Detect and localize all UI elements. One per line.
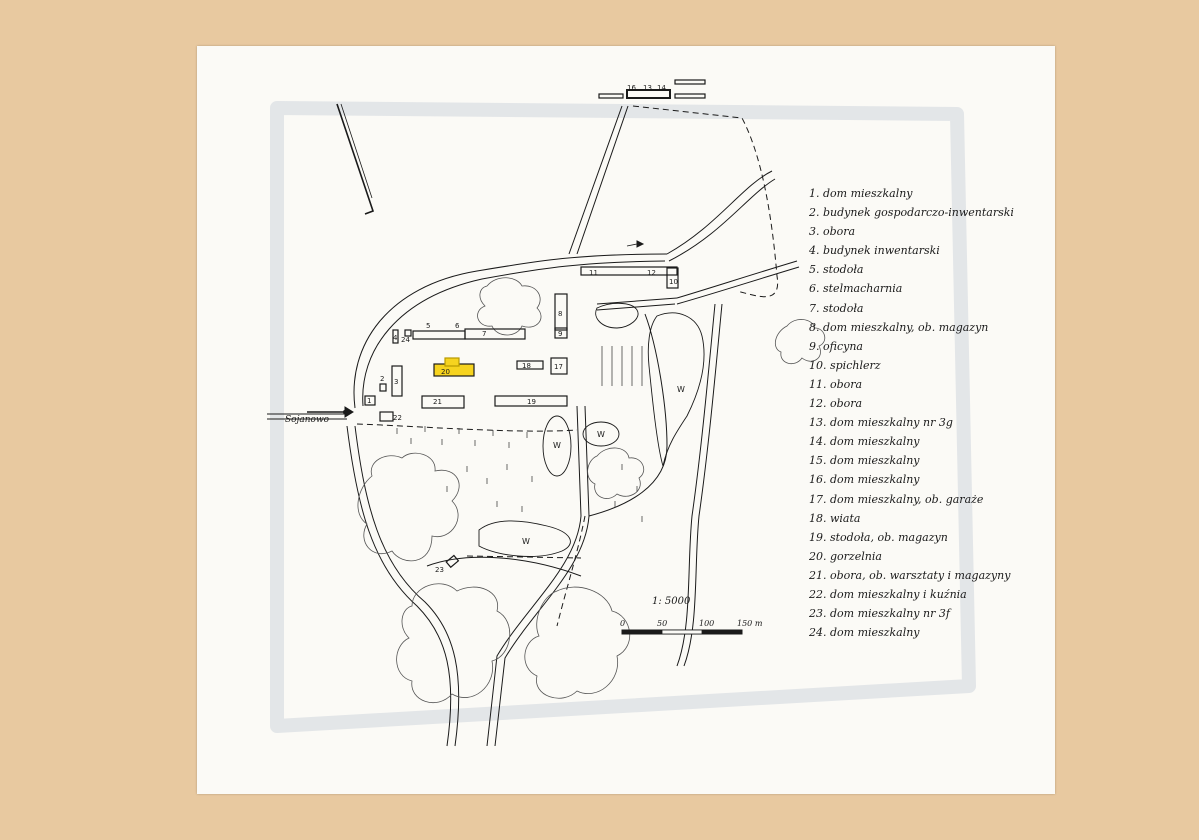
svg-text:0: 0 — [620, 619, 625, 628]
site-plan-map: W W W W — [267, 79, 976, 747]
legend-item: 3. obora — [809, 225, 856, 239]
legend-item: 9. oficyna — [809, 339, 863, 353]
place-label: Sojanowo — [285, 415, 330, 425]
legend-item: 11. obora — [809, 377, 863, 391]
svg-text:10: 10 — [669, 278, 678, 286]
svg-text:5: 5 — [426, 322, 430, 330]
legend-item: 4. budynek inwentarski — [809, 244, 940, 258]
building-23 — [445, 554, 460, 569]
legend-item: 13. dom mieszkalny nr 3g — [809, 416, 953, 430]
building-18 — [516, 360, 544, 370]
svg-text:12: 12 — [647, 269, 656, 277]
svg-text:2: 2 — [380, 375, 384, 383]
scale-bar: 1: 5000 0 50 100 150 m — [620, 596, 763, 635]
legend-item: 7. stodoła — [809, 301, 864, 315]
svg-text:23: 23 — [435, 566, 444, 574]
building-2 — [379, 383, 387, 392]
svg-text:18: 18 — [522, 362, 531, 370]
building-8 — [554, 293, 568, 331]
legend-item: 23. dom mieszkalny nr 3f — [809, 607, 950, 621]
tree-marks — [396, 346, 643, 522]
legend-item: 2. budynek gospodarczo-inwentarski — [809, 206, 1014, 220]
legend-item: 24. dom mieszkalny — [809, 626, 920, 640]
building-9 — [554, 327, 568, 339]
svg-text:11: 11 — [589, 269, 598, 277]
svg-text:4: 4 — [393, 334, 398, 342]
building-7 — [464, 328, 526, 340]
svg-text:3: 3 — [394, 378, 398, 386]
building-22 — [379, 411, 394, 422]
building-4 — [392, 329, 399, 344]
building-5-6 — [412, 330, 466, 340]
svg-text:9: 9 — [558, 330, 562, 338]
svg-text:8: 8 — [558, 310, 562, 318]
svg-text:W: W — [522, 537, 530, 546]
building-20-wing — [444, 357, 460, 367]
svg-text:19: 19 — [527, 398, 536, 406]
legend-item: 1. dom mieszkalny — [809, 187, 913, 200]
svg-text:21: 21 — [433, 398, 442, 406]
legend-item: 22. dom mieszkalny i kuźnia — [809, 587, 967, 601]
building-19 — [494, 395, 568, 407]
legend-item: 16. dom mieszkalny — [809, 473, 920, 487]
building-21 — [421, 395, 465, 409]
building-13-16 — [626, 89, 671, 99]
buildings — [364, 79, 706, 569]
building-10 — [666, 267, 679, 289]
legend-item: 10. spichlerz — [809, 358, 881, 372]
place-label-group: Sojanowo — [267, 415, 330, 425]
svg-text:150 m: 150 m — [737, 619, 763, 628]
legend-item: 18. wiata — [809, 511, 861, 525]
legend-item: 14. dom mieszkalny — [809, 435, 920, 449]
dashed-roads — [356, 105, 779, 627]
orchard-areas — [357, 277, 826, 704]
legend-item: 8. dom mieszkalny, ob. magazyn — [809, 320, 989, 334]
legend-item: 6. stelmacharnia — [809, 282, 903, 296]
scale-text: 1: 5000 — [652, 596, 691, 607]
svg-text:16: 16 — [627, 84, 636, 92]
legend-item: 12. obora — [809, 397, 863, 411]
svg-text:W: W — [597, 430, 605, 439]
svg-text:24: 24 — [401, 336, 410, 344]
ponds — [478, 302, 705, 557]
svg-text:13: 13 — [643, 84, 652, 92]
legend-item: 21. obora, ob. warsztaty i magazyny — [809, 568, 1011, 582]
svg-text:22: 22 — [393, 414, 402, 422]
north-arrow-icon — [336, 103, 375, 215]
pond-labels: W W W W — [522, 385, 685, 546]
svg-text:100: 100 — [699, 619, 714, 628]
roads — [267, 105, 800, 747]
svg-text:17: 17 — [554, 363, 563, 371]
direction-arrows — [307, 240, 645, 418]
svg-text:14: 14 — [657, 84, 666, 92]
legend-item: 15. dom mieszkalny — [809, 454, 920, 468]
svg-text:W: W — [677, 385, 685, 394]
building-14 — [674, 79, 706, 85]
building-24 — [404, 329, 412, 337]
watermark-frame — [270, 101, 976, 733]
svg-text:6: 6 — [455, 322, 460, 330]
legend-item: 5. stodoła — [809, 263, 864, 277]
building-11-12 — [580, 266, 678, 276]
svg-text:1: 1 — [367, 397, 371, 405]
map-sheet: W W W W — [197, 46, 1055, 794]
legend: 1. dom mieszkalny 2. budynek gospodarczo… — [809, 184, 1049, 642]
building-14b — [674, 93, 706, 99]
legend-item: 20. gorzelnia — [809, 549, 882, 563]
svg-text:W: W — [553, 441, 561, 450]
building-17 — [550, 357, 568, 375]
building-numbers: 1 2 3 4 5 6 7 8 9 10 11 12 13 14 16 17 1… — [367, 84, 678, 574]
building-3 — [391, 365, 403, 397]
building-15 — [598, 93, 624, 99]
svg-text:50: 50 — [657, 619, 667, 628]
building-1 — [364, 395, 376, 406]
svg-text:20: 20 — [441, 368, 450, 376]
legend-item: 19. stodoła, ob. magazyn — [809, 530, 948, 544]
svg-text:7: 7 — [482, 330, 486, 338]
legend-item: 17. dom mieszkalny, ob. garaże — [809, 492, 984, 506]
